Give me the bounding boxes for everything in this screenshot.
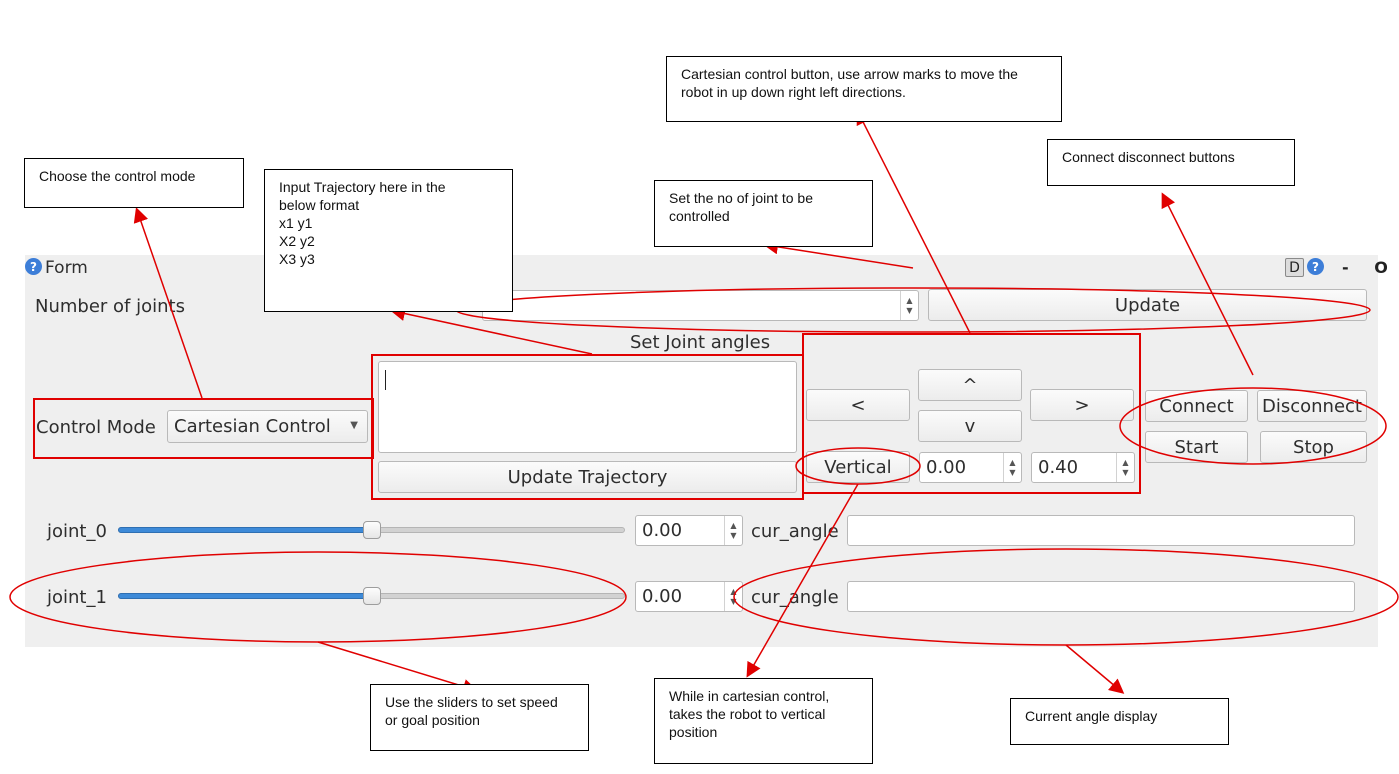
control-mode-selected: Cartesian Control [174, 416, 331, 437]
spin-arrows-icon[interactable]: ▲▼ [1003, 453, 1021, 482]
note-connect: Connect disconnect buttons [1047, 139, 1295, 186]
update-trajectory-button[interactable]: Update Trajectory [378, 461, 797, 493]
cartesian-highlight [802, 333, 1141, 494]
disconnect-button[interactable]: Disconnect [1257, 390, 1367, 422]
spin-arrows-icon[interactable]: ▲▼ [724, 516, 742, 545]
d-badge[interactable]: D [1285, 258, 1304, 277]
arrow-sliders [317, 641, 478, 694]
note-control-mode: Choose the control mode [24, 158, 244, 208]
trajectory-textarea[interactable] [378, 361, 797, 453]
control-mode-label: Control Mode [36, 417, 156, 438]
joint-0-slider-fill [118, 527, 372, 533]
joint-0-cur-angle-field[interactable] [847, 515, 1355, 546]
note-trajectory-line: Input Trajectory here in the [279, 179, 446, 195]
vertical-spinbox-1[interactable]: 0.00 ▲▼ [919, 452, 1022, 483]
start-button[interactable]: Start [1145, 431, 1248, 463]
number-of-joints-spinbox[interactable]: 2 ▲▼ [482, 290, 919, 321]
note-joints-count: Set the no of joint to be controlled [654, 180, 873, 247]
stop-button[interactable]: Stop [1260, 431, 1367, 463]
update-button[interactable]: Update [928, 289, 1367, 321]
chevron-down-icon: ▼ [350, 420, 358, 431]
arrow-down-button[interactable]: v [918, 410, 1022, 442]
arrow-up-button[interactable]: ^ [918, 369, 1022, 401]
question-mark-icon[interactable]: ? [1307, 258, 1324, 275]
note-trajectory-line: below format [279, 197, 360, 213]
note-sliders: Use the sliders to set speed or goal pos… [370, 684, 589, 751]
number-of-joints-label: Number of joints [35, 296, 185, 317]
control-mode-combo[interactable]: Cartesian Control ▼ [167, 410, 368, 443]
spin-arrows-icon[interactable]: ▲▼ [900, 291, 918, 320]
joint-1-spinbox[interactable]: 0.00 ▲▼ [635, 581, 743, 612]
joint-1-cur-angle-field[interactable] [847, 581, 1355, 612]
text-cursor [385, 370, 386, 390]
joint-1-label: joint_1 [47, 587, 107, 608]
vertical-spinbox-2[interactable]: 0.40 ▲▼ [1031, 452, 1135, 483]
note-cartesian: Cartesian control button, use arrow mark… [666, 56, 1062, 122]
spin-arrows-icon[interactable]: ▲▼ [724, 582, 742, 611]
arrow-cur-angle [1065, 644, 1125, 694]
joint-0-slider-handle[interactable] [363, 521, 381, 539]
note-cur-angle: Current angle display [1010, 698, 1229, 745]
note-trajectory: Input Trajectory here in the below forma… [264, 169, 513, 312]
arrow-right-button[interactable]: > [1030, 389, 1134, 421]
note-trajectory-line: X3 y3 [279, 251, 315, 267]
joint-0-spinbox[interactable]: 0.00 ▲▼ [635, 515, 743, 546]
joint-1-cur-angle-label: cur_angle [751, 587, 839, 608]
joint-0-value: 0.00 [642, 520, 683, 541]
arrow-left-button[interactable]: < [806, 389, 910, 421]
set-joint-angles-title: Set Joint angles [630, 332, 771, 353]
joint-1-value: 0.00 [642, 586, 683, 607]
note-trajectory-line: X2 y2 [279, 233, 315, 249]
question-mark-icon[interactable]: ? [25, 258, 42, 275]
vertical-spin1-value: 0.00 [926, 457, 967, 478]
control-mode-highlight [33, 398, 374, 459]
joint-1-slider-fill [118, 593, 372, 599]
joint-1-slider-handle[interactable] [363, 587, 381, 605]
vertical-spin2-value: 0.40 [1038, 457, 1079, 478]
trajectory-highlight [371, 354, 804, 500]
connect-button[interactable]: Connect [1145, 390, 1248, 422]
joint-0-label: joint_0 [47, 521, 107, 542]
joint-0-cur-angle-label: cur_angle [751, 521, 839, 542]
note-trajectory-line: x1 y1 [279, 215, 313, 231]
window-title: Form [45, 258, 88, 278]
window-controls[interactable]: - O [1342, 258, 1398, 277]
note-vertical: While in cartesian control, takes the ro… [654, 678, 873, 764]
